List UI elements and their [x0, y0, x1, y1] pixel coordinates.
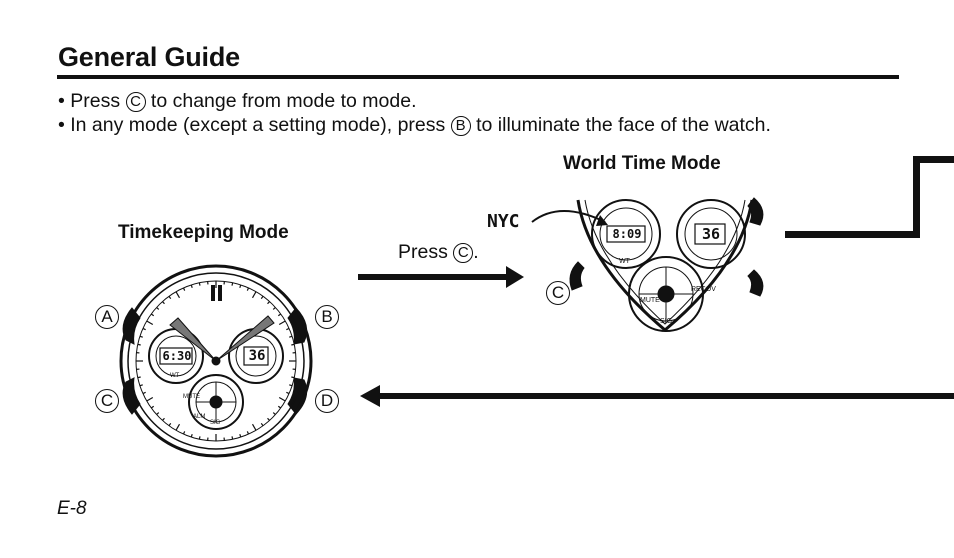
bezel-tick — [246, 287, 250, 291]
world-time-mode-label: World Time Mode — [563, 153, 721, 174]
world-button-c-label: C — [546, 281, 570, 305]
button-a-label: A — [95, 305, 119, 329]
arrow-left-head — [360, 385, 380, 407]
bezel-tick — [137, 343, 141, 346]
bezel-tick — [278, 320, 286, 326]
title-rule — [57, 75, 899, 79]
bezel-tick — [162, 301, 165, 305]
bezel-tick — [168, 295, 172, 300]
bezel-tick — [272, 412, 276, 415]
timekeeping-digital-seconds: 36 — [248, 348, 266, 364]
bezel-tick — [251, 291, 257, 299]
bezel-tick — [146, 396, 154, 402]
bullet-text: • Press — [58, 90, 126, 112]
button-c-symbol: C — [125, 92, 146, 112]
bezel-tick — [267, 301, 270, 305]
bezel-tick — [142, 391, 146, 395]
bezel-tick — [137, 376, 141, 379]
arrow-right-head — [506, 266, 524, 288]
page-title: General Guide — [58, 42, 240, 72]
bullet-list: • Press C to change from mode to mode. •… — [58, 89, 771, 137]
bezel-tick — [277, 405, 282, 409]
world-time-city-code: NYC — [487, 211, 520, 232]
bezel-tick — [190, 284, 193, 288]
bezel-tick — [260, 295, 264, 300]
button-b-label: B — [315, 305, 339, 329]
bezel-tick — [246, 431, 250, 435]
button-b-symbol: B — [450, 116, 471, 136]
subdial-label-wt: WT — [619, 258, 630, 265]
bezel-tick — [190, 434, 193, 438]
press-text: Press — [398, 241, 454, 263]
bezel-tick — [278, 396, 286, 402]
bullet-text: to illuminate the face of the watch. — [470, 114, 771, 136]
subdial-label-sig: SIG — [210, 420, 221, 426]
button-d-label: D — [315, 389, 339, 413]
bezel-tick — [175, 423, 181, 431]
timekeeping-mode-label: Timekeeping Mode — [118, 222, 289, 243]
subdial-label-recov: RECOV — [691, 286, 716, 293]
subdial-label-alm: ALM — [193, 414, 206, 420]
bezel-tick — [175, 291, 181, 299]
bezel-tick — [260, 422, 264, 427]
press-text: . — [473, 241, 479, 263]
world-time-digital-seconds: 36 — [701, 225, 721, 243]
bezel-tick — [150, 405, 155, 409]
bezel-tick — [272, 307, 276, 310]
button-c-label: C — [95, 389, 119, 413]
world-time-digital-time: 8:09 — [612, 227, 642, 241]
bezel-tick — [156, 412, 160, 415]
world-time-watch — [531, 197, 764, 332]
bezel-tick — [286, 327, 290, 331]
subdial-label-sig: SIG — [660, 318, 673, 325]
bezel-tick — [168, 422, 172, 427]
bullet-illuminate: • In any mode (except a setting mode), p… — [58, 113, 771, 137]
bezel-tick — [150, 313, 155, 317]
bezel-tick — [231, 282, 234, 286]
bezel-tick — [239, 434, 242, 438]
bezel-tick — [182, 431, 186, 435]
bezel-tick — [289, 335, 293, 338]
bezel-tick — [142, 327, 146, 331]
subdial-label-mute: MUTE — [640, 297, 660, 304]
bezel-tick — [198, 436, 201, 440]
bullet-change-mode: • Press C to change from mode to mode. — [58, 89, 771, 113]
bezel-tick — [239, 284, 242, 288]
bezel-tick — [289, 384, 293, 387]
bezel-tick — [162, 417, 165, 421]
bezel-tick — [286, 391, 290, 395]
bezel-tick — [291, 376, 295, 379]
press-c-instruction: Press C. — [398, 241, 479, 264]
bezel-tick — [291, 343, 295, 346]
bezel-tick — [182, 287, 186, 291]
bezel-tick — [267, 417, 270, 421]
bezel-tick — [139, 335, 143, 338]
bezel-tick — [139, 384, 143, 387]
bezel-tick — [146, 320, 154, 326]
bezel-tick — [156, 307, 160, 310]
bezel-tick — [198, 282, 201, 286]
bezel-tick — [251, 423, 257, 431]
timekeeping-digital-time: 6:30 — [162, 349, 192, 363]
page-number: E-8 — [57, 498, 87, 519]
subdial-label-wt: WT — [170, 373, 180, 379]
timekeeping-watch — [119, 264, 313, 458]
subdial-label-mute: MUTE — [183, 394, 200, 400]
continuation-connector — [785, 156, 954, 238]
bullet-text: to change from mode to mode. — [145, 90, 417, 112]
button-c-symbol: C — [453, 243, 474, 263]
arrows — [358, 156, 954, 407]
bezel-tick — [277, 313, 282, 317]
bezel-tick — [231, 436, 234, 440]
bullet-text: • In any mode (except a setting mode), p… — [58, 114, 451, 136]
